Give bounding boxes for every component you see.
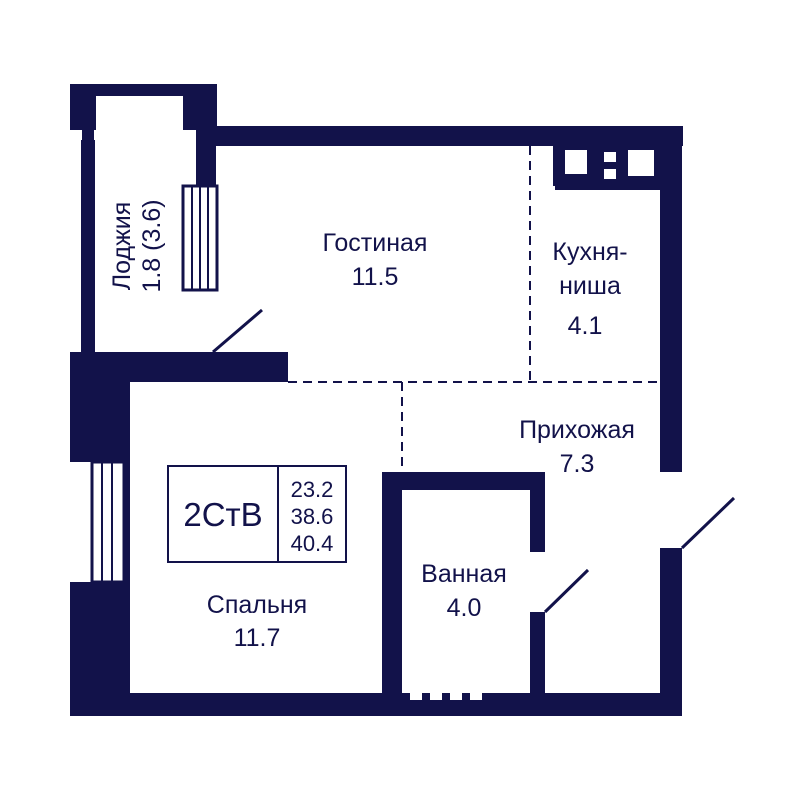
bath-left-wall bbox=[382, 472, 402, 716]
loggia-top-strip bbox=[70, 84, 217, 96]
wall-right-lower bbox=[660, 548, 682, 716]
apartment-badge: 2СтВ 23.2 38.6 40.4 bbox=[167, 465, 347, 563]
badge-code: 2СтВ bbox=[183, 496, 262, 533]
stove-slot-3 bbox=[604, 169, 616, 179]
stove-slot-2 bbox=[604, 152, 616, 162]
bath-right-lower bbox=[530, 612, 545, 716]
bath-vent-1 bbox=[410, 686, 422, 700]
walls bbox=[70, 84, 683, 716]
badge-frame bbox=[167, 465, 347, 563]
bath-vent-4 bbox=[470, 686, 482, 700]
living-stub bbox=[183, 352, 288, 382]
stove-slot-1 bbox=[565, 150, 587, 174]
hallway-name: Прихожая bbox=[519, 416, 635, 444]
loggia-left-wall bbox=[82, 130, 94, 366]
bath-fixtures bbox=[410, 686, 482, 700]
loggia-glazing bbox=[81, 140, 95, 352]
bathroom-name: Ванная bbox=[421, 560, 507, 588]
bedroom-window-frame bbox=[90, 460, 126, 584]
loggia-inner-wall bbox=[196, 126, 216, 186]
bath-door-leaf bbox=[543, 568, 590, 614]
wall-right-upper bbox=[660, 126, 682, 472]
loggia-area: 1.8 (3.6) bbox=[138, 199, 166, 292]
badge-area-3: 40.4 bbox=[291, 531, 334, 556]
living-area: 11.5 bbox=[352, 263, 399, 291]
wall-top bbox=[213, 126, 683, 146]
bathroom-area: 4.0 bbox=[447, 594, 482, 622]
bath-vent-2 bbox=[430, 686, 442, 700]
zone-dividers bbox=[288, 146, 660, 472]
hallway-area: 7.3 bbox=[560, 450, 595, 478]
kitchen-name-1: Кухня- bbox=[552, 238, 627, 266]
badge-area-2: 38.6 bbox=[291, 504, 334, 529]
sink-slot bbox=[628, 150, 654, 176]
bath-top-wall bbox=[382, 472, 545, 490]
bedroom-window bbox=[90, 460, 126, 584]
counter-edge bbox=[555, 186, 660, 190]
living-name: Гостиная bbox=[323, 229, 428, 257]
loggia-door-leaf bbox=[212, 308, 263, 354]
bedroom-name: Спальня bbox=[207, 591, 307, 619]
loggia-name: Лоджия bbox=[108, 202, 136, 291]
kitchen-name-2: ниша bbox=[559, 272, 621, 300]
kitchen-appliances bbox=[555, 150, 660, 190]
bath-vent-3 bbox=[450, 686, 462, 700]
bath-right-upper bbox=[530, 472, 545, 552]
entrance-door-leaf bbox=[680, 496, 736, 550]
wall-bottom bbox=[78, 693, 682, 716]
kitchen-area: 4.1 bbox=[568, 312, 603, 340]
badge-area-1: 23.2 bbox=[291, 477, 334, 502]
doors bbox=[212, 308, 736, 614]
loggia-inner-window bbox=[181, 184, 219, 292]
bedroom-area: 11.7 bbox=[234, 624, 281, 652]
